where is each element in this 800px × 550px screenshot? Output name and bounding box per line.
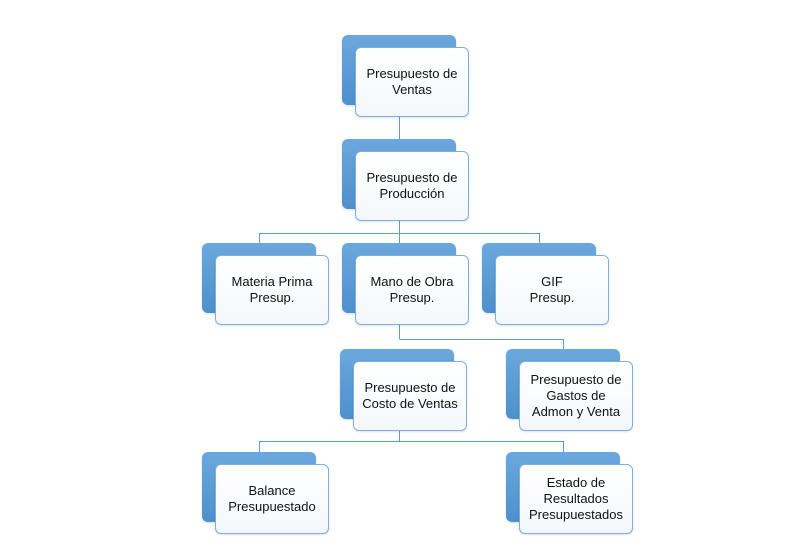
node-text-line: Mano de Obra bbox=[370, 274, 454, 289]
node-text-line: Presup. bbox=[529, 290, 575, 305]
node-text-line: Presupuesto de bbox=[530, 372, 622, 387]
node-text-line: Costo de Ventas bbox=[362, 396, 458, 411]
node-text-line: Presupuestados bbox=[529, 507, 623, 522]
node-label-box: Mano de Obra Presup. bbox=[355, 255, 469, 325]
node-text-line: Materia Prima bbox=[231, 274, 313, 289]
node-text-line: Presupuestado bbox=[228, 499, 316, 514]
node-label-box: Presupuesto de Producción bbox=[355, 151, 469, 221]
node-text-line: Producción bbox=[379, 186, 445, 201]
node-text-line: Ventas bbox=[392, 82, 432, 97]
node-text-line: Presupuesto de bbox=[364, 380, 456, 395]
node-text-line: Resultados bbox=[543, 491, 609, 506]
node-text-line: Presup. bbox=[249, 290, 295, 305]
node-text-line: Presup. bbox=[389, 290, 435, 305]
node-text-line: Gastos de bbox=[546, 388, 606, 403]
node-text-line: Balance bbox=[248, 483, 296, 498]
node-text-line: Admon y Venta bbox=[531, 404, 621, 419]
node-label-box: Presupuesto de Gastos de Admon y Venta bbox=[519, 361, 633, 431]
node-label-box: GIF Presup. bbox=[495, 255, 609, 325]
node-text-line: Presupuesto de bbox=[366, 66, 458, 81]
node-label-box: Balance Presupuestado bbox=[215, 464, 329, 534]
node-text-line: Estado de bbox=[546, 475, 606, 490]
node-label-box: Materia Prima Presup. bbox=[215, 255, 329, 325]
node-label-box: Presupuesto de Ventas bbox=[355, 47, 469, 117]
node-text-line: GIF bbox=[541, 274, 563, 289]
node-text-line: Presupuesto de bbox=[366, 170, 458, 185]
node-label-box: Presupuesto de Costo de Ventas bbox=[353, 361, 467, 431]
node-label-box: Estado de Resultados Presupuestados bbox=[519, 464, 633, 534]
